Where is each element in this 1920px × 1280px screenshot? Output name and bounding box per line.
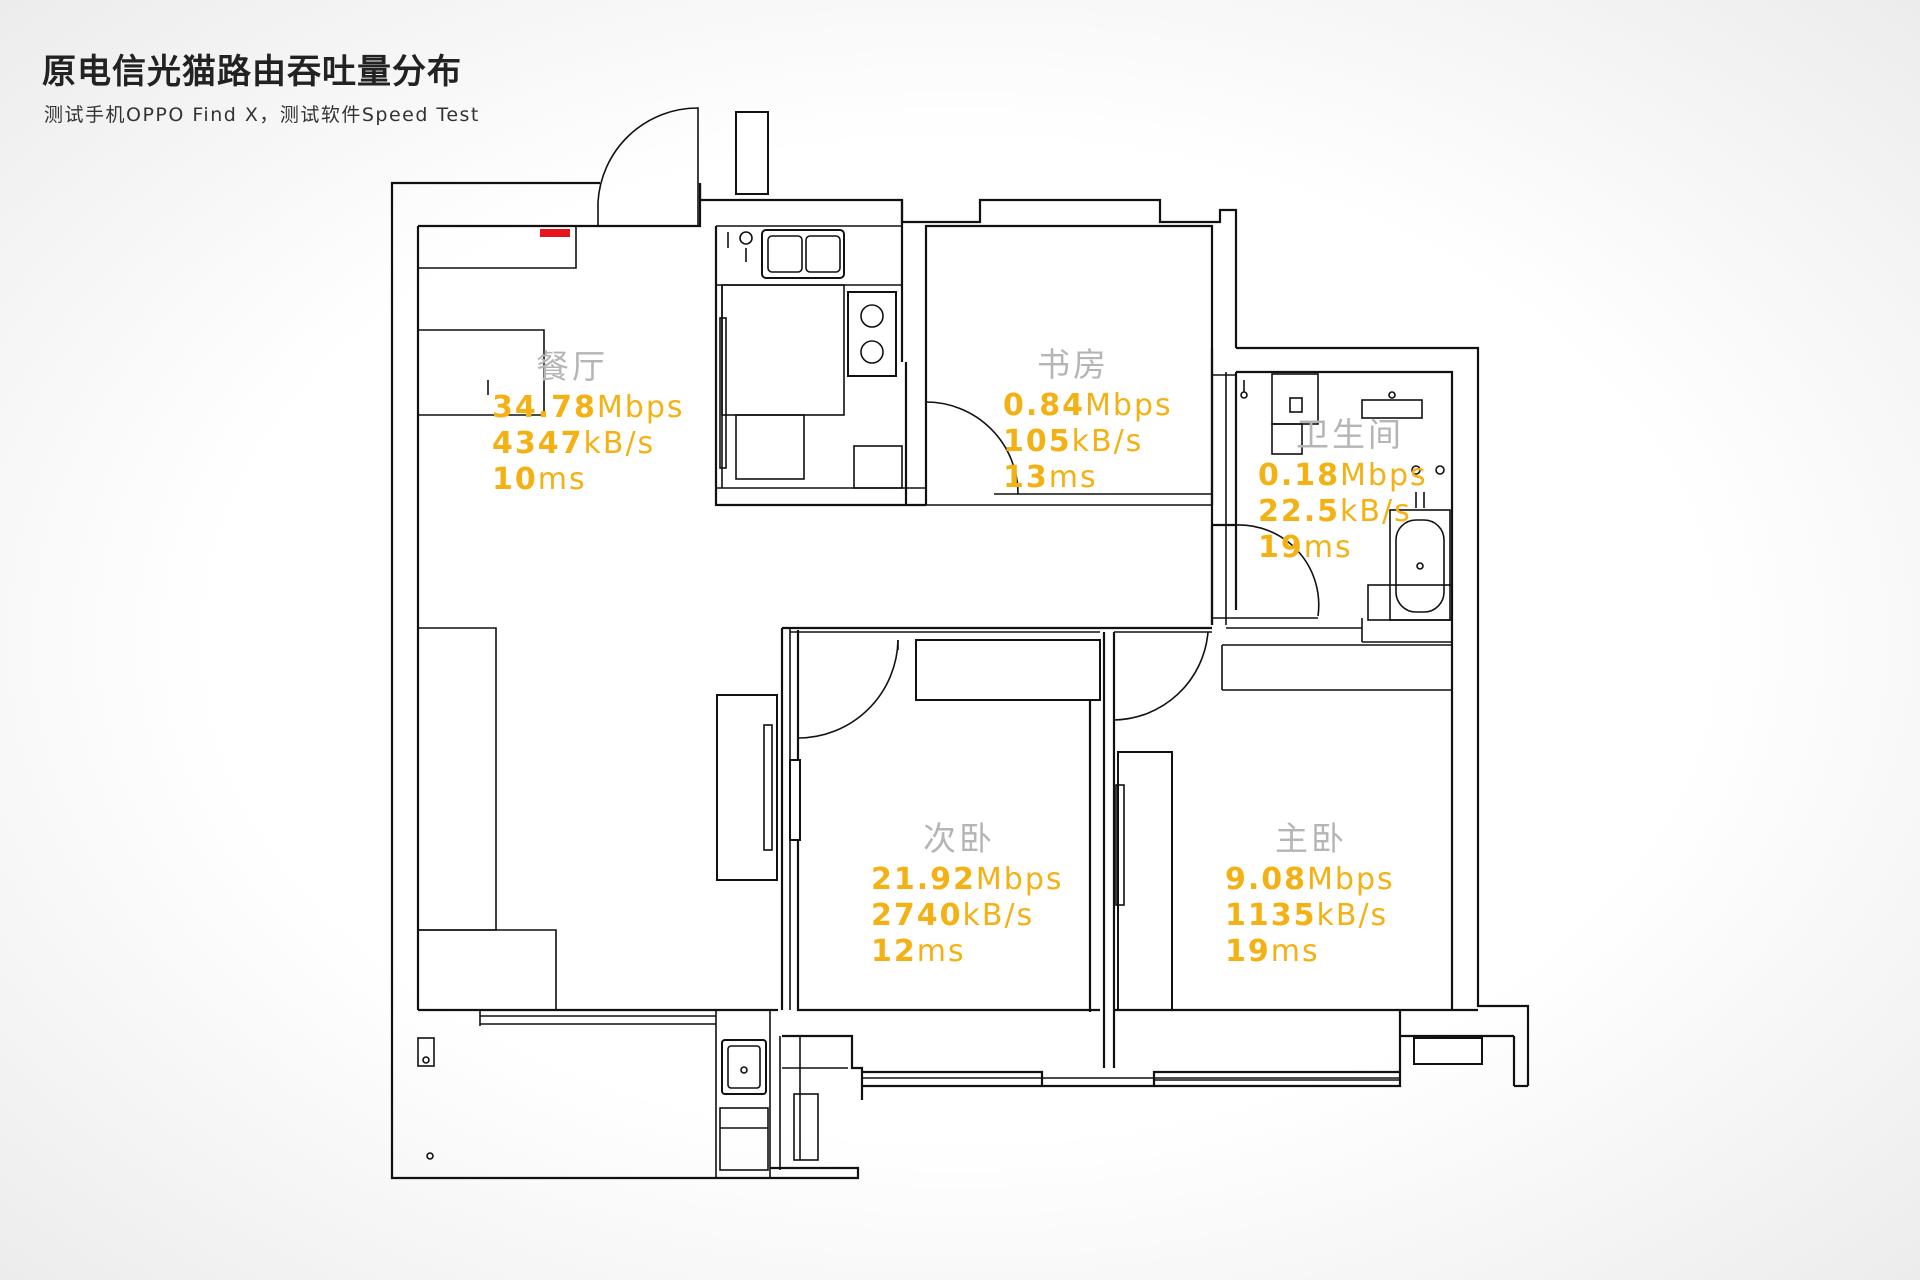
second-bedroom-latency: 12ms bbox=[871, 934, 966, 969]
bathroom-speed: 0.18Mbps bbox=[1258, 458, 1428, 493]
second-bedroom-speed: 21.92Mbps bbox=[871, 862, 1064, 897]
room-name-master-bedroom: 主卧 bbox=[1275, 819, 1347, 858]
kitchen bbox=[714, 200, 926, 507]
page-title: 原电信光猫路由吞吐量分布 bbox=[42, 52, 462, 92]
room-dining: 餐厅 34.78Mbps 4347kB/s 10ms bbox=[492, 340, 685, 498]
dining-latency: 10ms bbox=[492, 462, 587, 497]
room-name-dining: 餐厅 bbox=[536, 347, 608, 386]
room-master-bedroom: 主卧 9.08Mbps 1135kB/s 19ms bbox=[1225, 812, 1395, 970]
room-study: 书房 0.84Mbps 105kB/s 13ms bbox=[1003, 338, 1173, 496]
study-rate: 105kB/s bbox=[1003, 424, 1144, 459]
bathroom-latency: 19ms bbox=[1258, 530, 1353, 565]
room-name-study: 书房 bbox=[1037, 345, 1109, 384]
master-bedroom-speed: 9.08Mbps bbox=[1225, 862, 1395, 897]
dining-speed: 34.78Mbps bbox=[492, 390, 685, 425]
room-name-second-bedroom: 次卧 bbox=[923, 819, 995, 858]
room-name-bathroom: 卫生间 bbox=[1296, 415, 1404, 454]
study bbox=[924, 224, 1214, 506]
dining-room bbox=[418, 226, 778, 1012]
study-latency: 13ms bbox=[1003, 460, 1098, 495]
master-bedroom bbox=[1113, 631, 1478, 1012]
page-subtitle: 测试手机OPPO Find X，测试软件Speed Test bbox=[44, 104, 480, 126]
balcony bbox=[417, 1010, 1528, 1178]
study-speed: 0.84Mbps bbox=[1003, 388, 1173, 423]
second-bedroom bbox=[789, 630, 1116, 1068]
second-bedroom-rate: 2740kB/s bbox=[871, 898, 1035, 933]
room-bathroom: 卫生间 0.18Mbps 22.5kB/s 19ms bbox=[1258, 408, 1428, 566]
room-second-bedroom: 次卧 21.92Mbps 2740kB/s 12ms bbox=[871, 812, 1064, 970]
bathroom-rate: 22.5kB/s bbox=[1258, 494, 1412, 529]
master-bedroom-latency: 19ms bbox=[1225, 934, 1320, 969]
bathroom bbox=[1210, 372, 1453, 643]
master-bedroom-rate: 1135kB/s bbox=[1225, 898, 1389, 933]
dining-rate: 4347kB/s bbox=[492, 426, 656, 461]
router-marker bbox=[540, 229, 570, 237]
